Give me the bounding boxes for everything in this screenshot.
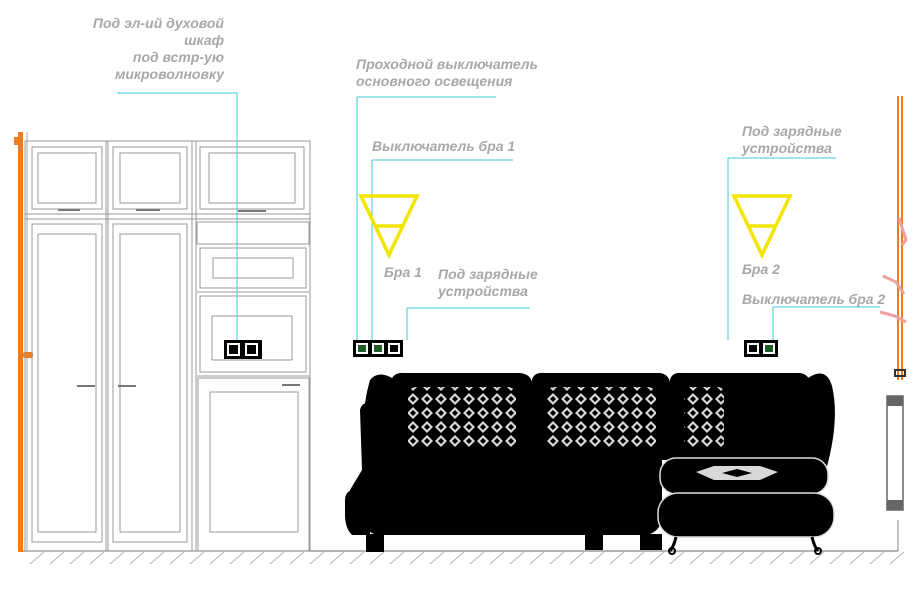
floor-hatch-line (549, 551, 565, 565)
floor-hatch-line (869, 551, 885, 565)
floor-hatch-line (829, 551, 845, 565)
right-wall (886, 96, 906, 551)
floor-hatch-line (329, 551, 345, 565)
sconce-bra-1-icon (358, 194, 420, 260)
sconce-bra-2-icon (731, 194, 793, 260)
floor-hatch-line (689, 551, 705, 565)
floor-hatch-line (709, 551, 725, 565)
bra-1-label: Бра 1 (384, 264, 422, 280)
floor-hatch-line (69, 551, 85, 565)
floor-hatch-line (649, 551, 665, 565)
pink-accents (879, 217, 908, 324)
floor-hatch-line (609, 551, 625, 565)
floor-hatch-line (169, 551, 185, 565)
oven-label-line-2: шкаф (184, 32, 224, 48)
floor-hatch-line (349, 551, 365, 565)
switch-bra-1-label: Выключатель бра 1 (372, 138, 516, 154)
oven-label-line-1: Под эл-ий духовой (92, 15, 224, 31)
floor-hatch-line (429, 551, 445, 565)
oven-label-line-4: микроволновку (115, 66, 224, 82)
floor-hatch-line (569, 551, 585, 565)
chargers-right-label-line-1: Под зарядные (742, 123, 842, 139)
left-wall-edge (18, 132, 23, 552)
floor-hatch-line (849, 551, 865, 565)
floor-hatch-line (729, 551, 745, 565)
floor-hatch-line (309, 551, 325, 565)
floor-hatch-line (189, 551, 205, 565)
chargers-right-label: Под зарядные устройства (742, 123, 842, 157)
switch-bra-2-label: Выключатель бра 2 (742, 291, 886, 307)
chargers-left-label-line-1: Под зарядные (438, 266, 538, 282)
floor-hatch-line (449, 551, 465, 565)
chargers-right-label-line-2: устройства (742, 140, 832, 156)
floor-hatch-line (129, 551, 145, 565)
leader-lines (117, 92, 880, 340)
floor-hatch-line (509, 551, 525, 565)
floor (22, 550, 905, 565)
floor-hatch-line (289, 551, 305, 565)
floor-hatch-line (29, 551, 45, 565)
floor-hatch-line (889, 551, 905, 565)
floor-hatch-line (369, 551, 385, 565)
floor-hatch-line (489, 551, 505, 565)
floor-hatch-line (389, 551, 405, 565)
pass-switch-label: Проходной выключатель основного освещени… (356, 56, 538, 90)
sofa (345, 372, 835, 555)
bra-2-label: Бра 2 (742, 261, 780, 277)
floor-hatch-line (529, 551, 545, 565)
left-switch-outlet-block (353, 340, 403, 357)
pass-switch-label-line-1: Проходной выключатель (356, 56, 538, 72)
floor-hatch-line (809, 551, 825, 565)
floor-hatch-line (629, 551, 645, 565)
cabinet-outlet (224, 340, 262, 359)
floor-hatch-line (109, 551, 125, 565)
chargers-left-label-line-2: устройства (438, 283, 528, 299)
pass-switch-label-line-2: основного освещения (356, 73, 513, 89)
floor-hatch-line (749, 551, 765, 565)
floor-hatch-line (769, 551, 785, 565)
floor-hatch-line (469, 551, 485, 565)
floor-hatch-line (209, 551, 225, 565)
floor-hatch-line (89, 551, 105, 565)
right-switch-outlet-block (744, 340, 778, 357)
wardrobe (24, 140, 311, 552)
floor-hatch-line (249, 551, 265, 565)
oven-label-line-3: под встр-ую (132, 49, 224, 65)
left-wall (14, 132, 33, 552)
floor-hatch-line (669, 551, 685, 565)
floor-hatch-line (269, 551, 285, 565)
chargers-left-label: Под зарядные устройства (438, 266, 538, 300)
floor-hatch-line (149, 551, 165, 565)
oven-label: Под эл-ий духовой шкаф под встр-ую микро… (60, 15, 224, 83)
floor-hatch-line (589, 551, 605, 565)
floor-hatch-line (789, 551, 805, 565)
floor-hatch-line (49, 551, 65, 565)
floor-hatch-line (229, 551, 245, 565)
floor-hatch-line (409, 551, 425, 565)
